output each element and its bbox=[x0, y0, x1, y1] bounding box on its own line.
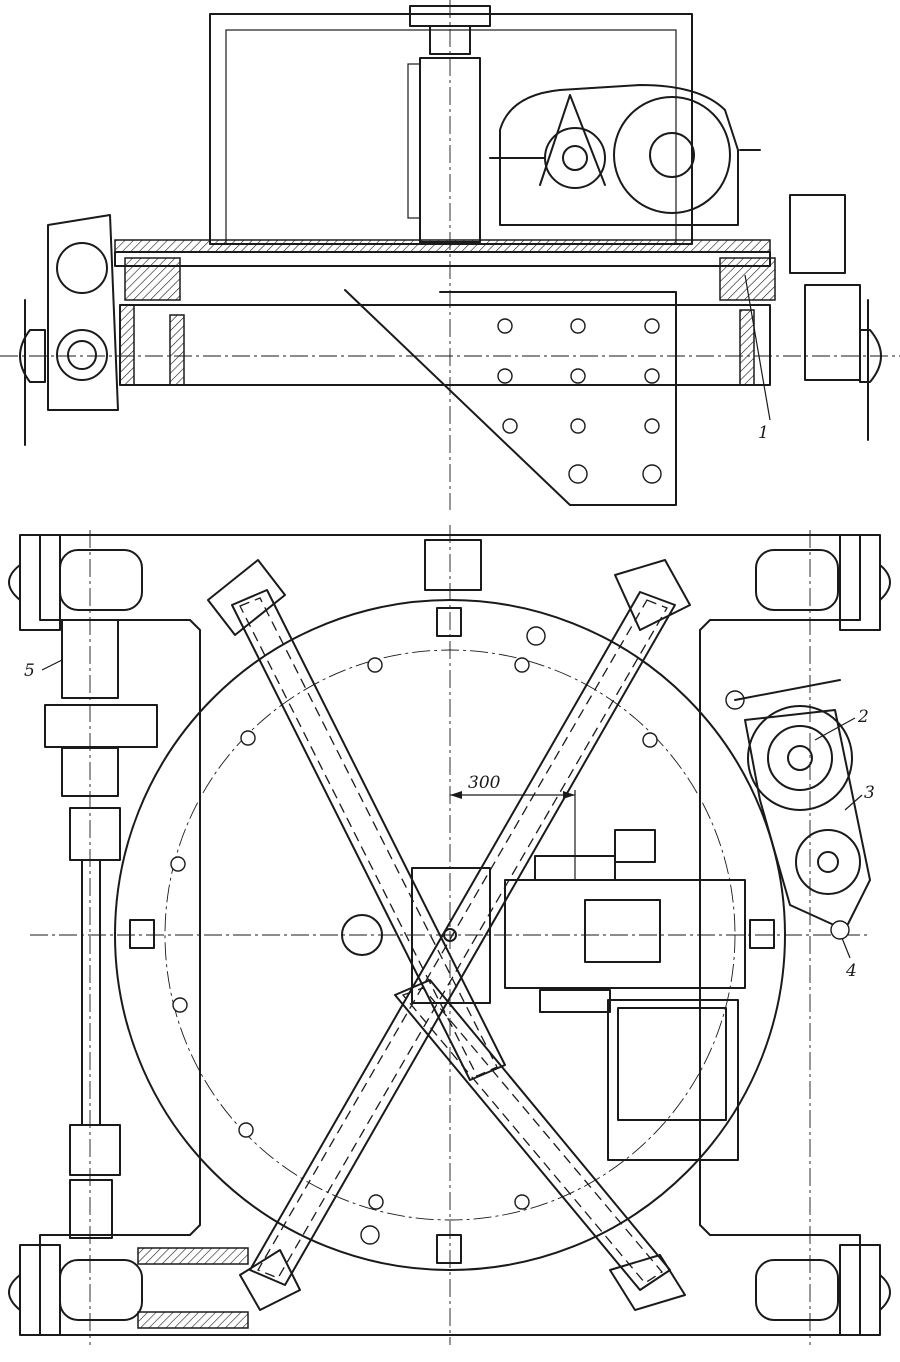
dimension-arrow-left bbox=[450, 791, 462, 799]
travel-motor bbox=[61, 619, 119, 699]
gearbox-housing bbox=[499, 84, 739, 226]
turntable-disc bbox=[114, 599, 786, 1271]
callout-1-leader bbox=[744, 274, 771, 421]
reducer-mount-block bbox=[614, 829, 656, 863]
wheel-top-left bbox=[8, 534, 143, 631]
right-clamp bbox=[749, 919, 775, 949]
gearbox-shaft bbox=[649, 132, 695, 178]
travel-coupling bbox=[61, 747, 119, 797]
brake-drum-hub bbox=[787, 745, 813, 771]
brake-lower-pulley bbox=[795, 829, 861, 895]
brake-spring-rod bbox=[734, 679, 841, 701]
callout-2-leader bbox=[814, 717, 856, 741]
gearbox-bracket bbox=[539, 94, 606, 186]
left-wheel-bracket bbox=[47, 214, 119, 411]
callout-1-label: 1 bbox=[758, 423, 769, 443]
dimension-arrow-right bbox=[563, 791, 575, 799]
lower-shaft-bearing bbox=[69, 1124, 121, 1176]
callout-3-leader bbox=[844, 794, 863, 811]
right-wheel-housing bbox=[804, 284, 861, 381]
x-brace-left bbox=[231, 589, 676, 1286]
girder-left-web bbox=[119, 304, 135, 386]
upper-frame-inner bbox=[225, 29, 677, 245]
central-hub-plate bbox=[411, 867, 491, 1004]
hub-pin bbox=[443, 928, 457, 942]
reducer-flange-bottom bbox=[539, 989, 611, 1013]
elevation-view: 1 bbox=[0, 0, 900, 510]
wheel-bottom-left bbox=[8, 1244, 249, 1336]
callout-3-label: 3 bbox=[864, 783, 875, 803]
brake-lower-hub bbox=[817, 851, 839, 873]
lower-coupling bbox=[69, 1179, 113, 1239]
top-clamp bbox=[436, 607, 462, 637]
callout-5-leader bbox=[41, 659, 63, 671]
left-lower-wheel bbox=[56, 329, 108, 381]
callout-5-label: 5 bbox=[24, 661, 35, 681]
turntable-bolts bbox=[170, 626, 658, 1245]
slew-motor-fins bbox=[617, 1007, 727, 1121]
bottom-clamp bbox=[436, 1234, 462, 1264]
slew-motor bbox=[607, 999, 739, 1161]
gusset-plate bbox=[344, 289, 677, 506]
platform-deck bbox=[114, 239, 771, 253]
left-lower-hub bbox=[67, 340, 97, 370]
gearbox-small-shaft bbox=[562, 145, 588, 171]
brake-pivot-pin bbox=[830, 920, 850, 940]
girder-web-2 bbox=[169, 314, 185, 386]
wheel-bottom-right bbox=[755, 1244, 891, 1336]
brake-drum bbox=[747, 705, 853, 811]
brace-end-plates bbox=[207, 559, 691, 1311]
top-clamp-bracket bbox=[424, 539, 482, 591]
callout-4-label: 4 bbox=[845, 961, 857, 981]
right-motor bbox=[789, 194, 846, 274]
girder-right-web bbox=[739, 309, 755, 386]
bolt-circle bbox=[164, 649, 736, 1221]
right-axle-cap bbox=[859, 329, 882, 383]
wheel-top-right bbox=[755, 534, 891, 631]
plan-view: 300 bbox=[8, 525, 891, 1345]
gearbox-small-gear bbox=[544, 127, 606, 189]
callout-4-leader bbox=[841, 937, 851, 959]
left-upper-wheel bbox=[56, 242, 108, 294]
brake-drum-inner bbox=[767, 725, 833, 791]
callout-2-label: 2 bbox=[857, 707, 869, 727]
reducer-inspection-cover bbox=[584, 899, 661, 963]
travel-gearbox bbox=[44, 704, 158, 748]
platform-beam bbox=[114, 251, 771, 267]
upper-shaft-bearing bbox=[69, 807, 121, 861]
cylinder-flange bbox=[407, 63, 421, 219]
main-girder bbox=[119, 304, 771, 386]
right-bearing-unit bbox=[719, 257, 776, 301]
dimension-value: 300 bbox=[468, 773, 501, 793]
turntable-hole bbox=[341, 914, 383, 956]
left-bearing-unit bbox=[124, 257, 181, 301]
gusset-bolts bbox=[497, 318, 662, 484]
gearbox-large-gear bbox=[613, 96, 731, 214]
left-clamp bbox=[129, 919, 155, 949]
slew-gear-reducer bbox=[504, 879, 746, 989]
